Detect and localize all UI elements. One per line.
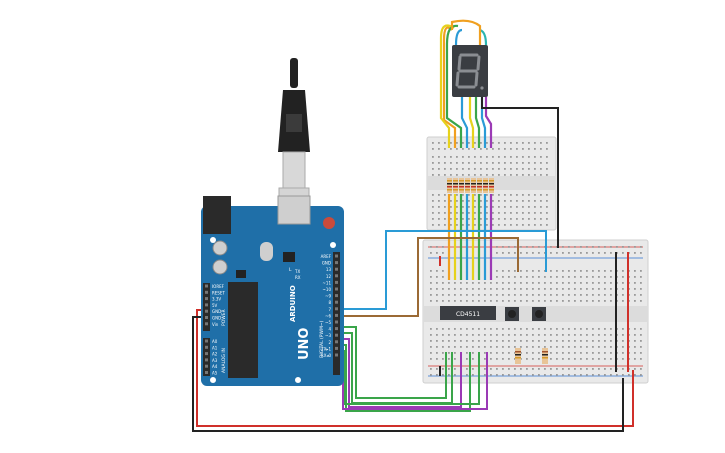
pin-label: ~10 — [323, 287, 332, 292]
pushbutton-icon[interactable] — [505, 307, 519, 321]
resistor-array[interactable] — [447, 178, 494, 193]
pin-label: 7 — [328, 307, 331, 312]
resistor-icon[interactable] — [465, 178, 470, 193]
pin-label: 2 — [328, 340, 331, 345]
pin-label: A3 — [212, 358, 218, 363]
display-ground-wire[interactable] — [481, 97, 559, 248]
resistor-icon[interactable] — [477, 178, 482, 193]
resistor-icon[interactable] — [471, 178, 476, 193]
header-pin[interactable] — [205, 358, 208, 362]
header-pin[interactable] — [205, 297, 208, 301]
pin-label: 8 — [328, 300, 331, 305]
header-pin[interactable] — [205, 309, 208, 313]
pin-label: AREF — [321, 254, 332, 259]
digital-label: DIGITAL (PWM~) — [319, 320, 325, 358]
header-pin[interactable] — [335, 267, 338, 271]
pin-label: TX▸1 — [320, 346, 331, 351]
pin-label: A1 — [212, 345, 218, 350]
pin-label: RX◂0 — [321, 353, 332, 358]
header-pin[interactable] — [335, 346, 338, 350]
resistor-icon[interactable] — [489, 178, 494, 193]
header-pin[interactable] — [335, 287, 338, 291]
header-pin[interactable] — [335, 261, 338, 265]
pin-label: ~6 — [325, 313, 331, 318]
pin-label: A4 — [212, 364, 218, 369]
header-pin[interactable] — [335, 327, 338, 331]
resistor-icon[interactable] — [459, 178, 464, 193]
header-pin[interactable] — [335, 353, 338, 357]
header-pin[interactable] — [335, 254, 338, 258]
resistor-icon[interactable] — [542, 348, 548, 364]
header-pin[interactable] — [335, 300, 338, 304]
header-pin[interactable] — [335, 340, 338, 344]
header-pin[interactable] — [205, 352, 208, 356]
arduino-uno-board[interactable]: ARDUINO UNO DIGITAL (PWM~) ANALOG IN POW… — [201, 195, 344, 386]
pushbutton-icon[interactable] — [532, 307, 546, 321]
pin-label: ~11 — [323, 280, 332, 285]
pin-label: 5V — [212, 303, 218, 308]
pin-label: 3.3V — [212, 297, 221, 302]
pin-label: A0 — [212, 339, 218, 344]
pin-label: IOREF — [212, 284, 225, 289]
resistor-icon[interactable] — [515, 348, 521, 364]
atmega-chip — [228, 282, 258, 378]
pin-label: ~9 — [325, 294, 331, 299]
power-label: POWER — [221, 309, 227, 326]
pin-label: Vin — [212, 322, 219, 327]
header-pin[interactable] — [335, 333, 338, 337]
header-pin[interactable] — [205, 303, 208, 307]
pin-label: A5 — [212, 371, 218, 376]
arduino-logo: ARDUINO — [289, 285, 297, 322]
pin-label: GND — [212, 316, 221, 321]
resistor-icon[interactable] — [453, 178, 458, 193]
pin-label: GND — [212, 309, 221, 314]
pin-label: A2 — [212, 352, 218, 357]
header-pin[interactable] — [205, 290, 208, 294]
resistor-icon[interactable] — [447, 178, 452, 193]
pin-label: 4 — [328, 327, 331, 332]
header-pin[interactable] — [205, 316, 208, 319]
pin-label: ~5 — [325, 320, 331, 325]
cd4511-chip[interactable]: CD4511 — [440, 306, 496, 320]
reset-button-icon[interactable] — [323, 217, 335, 229]
header-pin[interactable] — [205, 371, 208, 374]
button-wire-brown[interactable] — [342, 237, 519, 317]
header-pin[interactable] — [335, 294, 338, 298]
header-pin[interactable] — [205, 339, 208, 343]
header-pin[interactable] — [205, 345, 208, 349]
seven-segment-display-icon[interactable] — [452, 45, 488, 97]
header-pin[interactable] — [335, 313, 338, 317]
power-wire-black[interactable] — [192, 316, 624, 432]
pin-label: 13 — [326, 267, 332, 272]
button-wire-blue[interactable] — [342, 230, 547, 310]
header-pin[interactable] — [205, 364, 208, 368]
header-pin[interactable] — [335, 274, 338, 278]
pin-label: 12 — [326, 274, 332, 279]
tx-label: TX — [294, 269, 300, 274]
display-wires[interactable] — [439, 19, 493, 148]
pin-label: GND — [322, 261, 331, 266]
pin-label: RESET — [212, 290, 225, 295]
pin-label: ~3 — [325, 333, 331, 338]
header-pin[interactable] — [335, 320, 338, 324]
header-pin[interactable] — [205, 284, 208, 288]
arduino-model: UNO — [297, 328, 312, 361]
rx-label: RX — [295, 275, 301, 280]
analog-label: ANALOG IN — [221, 348, 227, 373]
header-pin[interactable] — [335, 307, 338, 311]
resistor-icon[interactable] — [483, 178, 488, 193]
header-pin[interactable] — [205, 322, 208, 326]
chip-label: CD4511 — [456, 311, 480, 318]
l-led-label: L — [289, 267, 292, 273]
header-pin[interactable] — [335, 280, 338, 284]
